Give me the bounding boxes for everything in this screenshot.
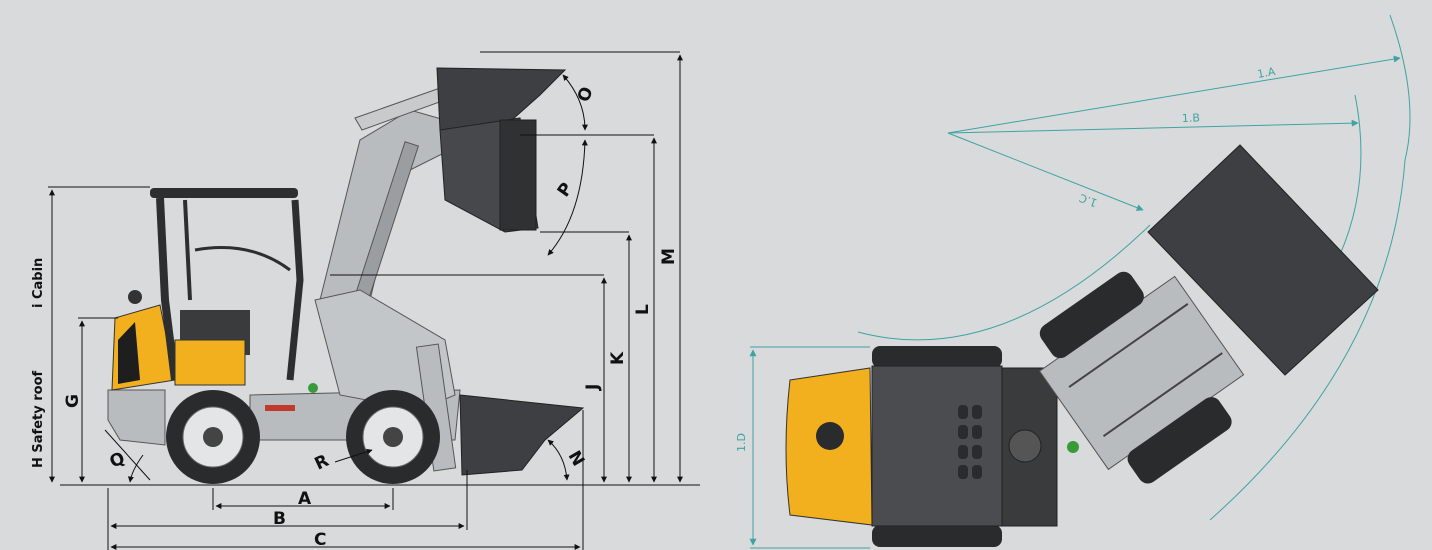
label-H-safety-roof: H Safety roof	[31, 370, 46, 468]
label-P: P	[554, 179, 578, 201]
raised-bucket	[436, 67, 567, 233]
top-front-frame	[1038, 271, 1245, 484]
label-L: L	[633, 304, 653, 315]
label-K: K	[608, 351, 628, 365]
label-i-cabin: i Cabin	[31, 258, 46, 308]
label-O: O	[574, 84, 598, 104]
rear-wheel	[166, 390, 260, 484]
label-1D: 1.D	[735, 433, 748, 452]
top-bucket	[1147, 144, 1379, 376]
label-A: A	[298, 489, 312, 509]
label-G: G	[63, 394, 83, 408]
label-1A: 1.A	[1256, 65, 1276, 81]
label-J: J	[583, 384, 603, 391]
label-C: C	[314, 530, 326, 550]
tail-light	[265, 405, 295, 411]
label-R: R	[312, 451, 332, 475]
label-1C: 1.C	[1077, 191, 1099, 210]
top-body	[785, 346, 1058, 547]
dimension-lines	[48, 51, 683, 550]
turning-radius-lines	[749, 14, 1411, 549]
label-M: M	[659, 248, 679, 265]
label-1B: 1.B	[1182, 111, 1200, 125]
lowered-bucket	[415, 343, 585, 476]
label-N: N	[564, 448, 588, 470]
top-view: 1.A 1.B 1.C 1.D	[735, 14, 1411, 549]
top-indicator-light	[1067, 441, 1079, 453]
safety-roof-cabin	[150, 188, 304, 386]
indicator-light	[308, 383, 318, 393]
side-view: A B C G J K L M N O P Q R H Safety roof …	[31, 51, 700, 550]
label-B: B	[273, 509, 286, 529]
front-wheel	[346, 390, 440, 484]
